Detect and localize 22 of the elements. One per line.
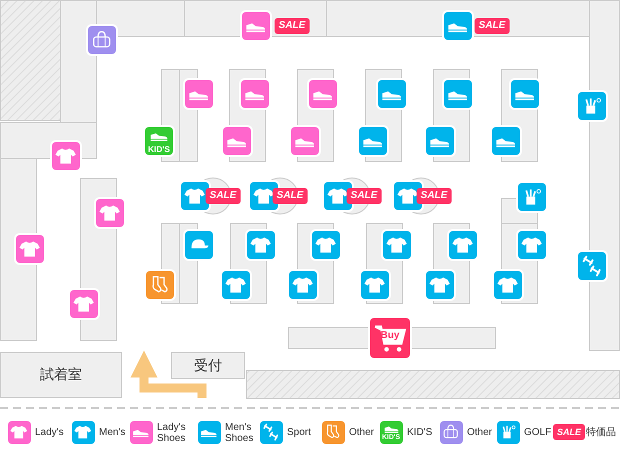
legend-label: Sport [287,427,311,438]
legend-label: Men's Shoes [225,422,254,444]
legend-label: Lady's Shoes [157,422,187,444]
room-box [171,352,245,379]
legend-label: GOLF [524,427,552,438]
legend-label: Other [467,427,492,438]
legend-label: Men's [99,427,126,438]
room-label: 試着室 [40,366,82,384]
legend-label: Lady's [35,427,64,438]
legend-label: Other [349,427,374,438]
sale-tag: SALE [206,188,240,204]
sale-tag: SALE [474,18,510,34]
badge-text: KID'S [148,144,170,153]
sale-tag: SALE [553,424,585,440]
room-box [0,352,122,398]
legend-label: KID'S [407,427,432,438]
sale-tag: SALE [416,188,452,204]
sale-tag: SALE [274,18,310,34]
sale-tag: SALE [346,188,382,204]
legend-label: 特価品 [586,427,616,438]
room-label: 受付 [194,356,222,374]
sale-tag: SALE [272,188,308,204]
